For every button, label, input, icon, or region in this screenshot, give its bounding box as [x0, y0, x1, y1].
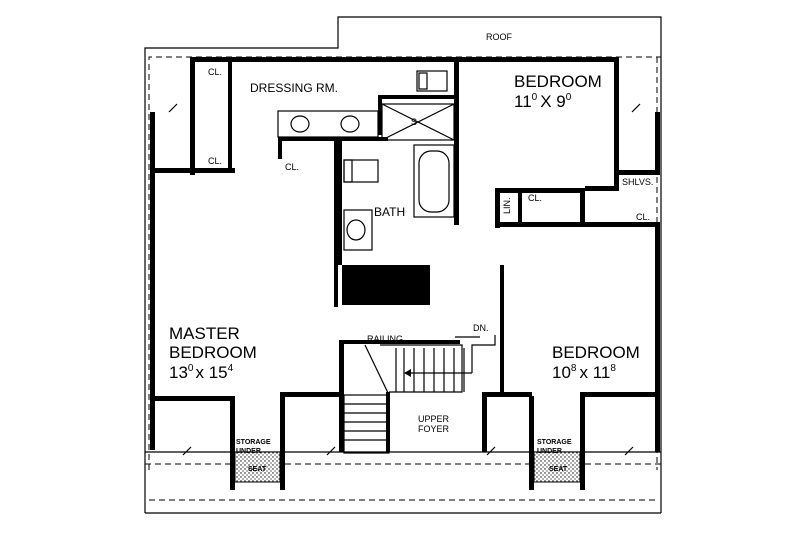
- closet-label-bedroom-top: CL.: [528, 193, 542, 203]
- bedroom-top-name: BEDROOM: [514, 72, 602, 91]
- closet-label-right: CL.: [636, 212, 650, 222]
- bath-fixtures: [343, 144, 455, 251]
- staircase: [343, 335, 496, 454]
- storage-left-line1: STORAGE: [236, 439, 271, 446]
- shower: [381, 103, 455, 141]
- storage-seat-left: [234, 451, 281, 483]
- dressing-room-label: DRESSING RM.: [250, 81, 338, 95]
- exterior-walls: [150, 57, 660, 490]
- storage-right-line1: STORAGE: [537, 439, 572, 446]
- interior-walls: [228, 62, 585, 452]
- linen-label: LIN.: [502, 197, 512, 214]
- shower-label: S: [411, 117, 417, 127]
- railing-label: RAILING: [367, 334, 403, 344]
- bedroom-right-name: BEDROOM: [552, 343, 640, 362]
- upper-foyer-line2: FOYER: [418, 424, 450, 434]
- window-marks: [168, 103, 641, 456]
- roof-label: ROOF: [486, 32, 513, 42]
- dressing-fixtures: [277, 70, 448, 138]
- closet-label-hall: CL.: [285, 162, 299, 172]
- upper-foyer-line1: UPPER: [418, 414, 450, 424]
- master-bedroom-line1: MASTER: [169, 324, 240, 343]
- storage-right-seat: SEAT: [549, 466, 568, 473]
- master-bedroom-line2: BEDROOM: [169, 343, 257, 362]
- closet-label-dressing-top: CL.: [208, 67, 222, 77]
- storage-right-line2: UNDER: [537, 448, 562, 455]
- shelves-label: SHLVS.: [622, 177, 653, 187]
- closet-label-dressing-bottom: CL.: [208, 156, 222, 166]
- storage-left-seat: SEAT: [248, 466, 267, 473]
- bath-label: BATH: [374, 205, 405, 219]
- storage-seat-right: [533, 451, 581, 483]
- storage-left-line2: UNDER: [236, 448, 261, 455]
- stair-block: [342, 265, 430, 305]
- down-label: DN.: [473, 323, 489, 333]
